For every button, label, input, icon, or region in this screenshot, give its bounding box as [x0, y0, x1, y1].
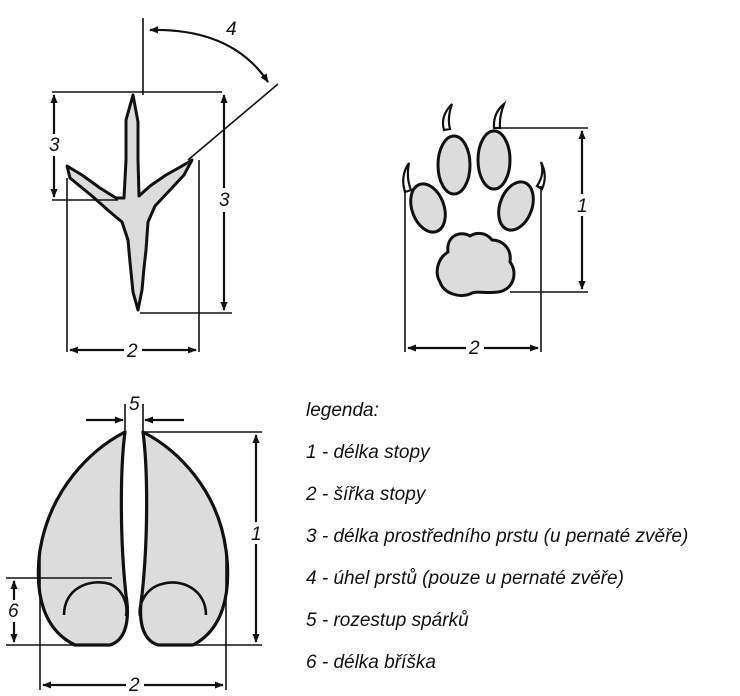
paw-track: 1 2 [402, 100, 591, 359]
paw-toe-inner-right [476, 129, 512, 191]
bird-angle-line [187, 83, 279, 161]
hoof-right-heel [138, 581, 208, 617]
legend-item-2: 2 - šířka stopy [306, 484, 426, 505]
paw-claw-1 [402, 162, 413, 194]
bird-angle-arc [149, 26, 269, 83]
legend-title: legenda: [306, 400, 379, 421]
bird-width-label: 2 [126, 341, 138, 362]
legend-item-6: 6 - délka bříška [306, 652, 436, 673]
hoof-gap-label: 5 [129, 394, 140, 415]
legend-item-3: 3 - délka prostředního prstu (u pernaté … [306, 526, 689, 547]
paw-claw-4 [535, 161, 546, 191]
paw-width-label: 2 [468, 338, 480, 359]
paw-toe-inner-left [436, 134, 472, 196]
hoof-left-heel [62, 581, 128, 617]
bird-footprint [65, 93, 194, 312]
paw-toe-outer-left [409, 182, 447, 234]
legend-item-5: 5 - rozestup spárků [306, 610, 469, 631]
hoof-length-label: 1 [251, 524, 262, 545]
paw-main-pad [435, 231, 516, 297]
hoof-track: 5 1 6 2 [6, 394, 265, 696]
paw-toe-outer-right [497, 180, 535, 232]
bird-middle-toe-left-label: 3 [49, 135, 60, 156]
legend-item-1: 1 - délka stopy [306, 442, 430, 463]
paw-claw-2 [441, 103, 454, 132]
bird-angle-label: 4 [226, 19, 237, 40]
hoof-heel-label: 6 [8, 601, 19, 622]
paw-claw-3 [492, 100, 507, 130]
hoof-width-label: 2 [128, 675, 140, 696]
hoof-right-claw [138, 430, 230, 647]
bird-middle-toe-right-label: 3 [219, 190, 230, 211]
legend-item-4: 4 - úhel prstů (pouze u pernaté zvěře) [306, 568, 624, 589]
bird-track: 4 3 3 2 [47, 17, 279, 362]
hoof-left-claw [36, 430, 130, 647]
paw-length-label: 1 [577, 196, 588, 217]
